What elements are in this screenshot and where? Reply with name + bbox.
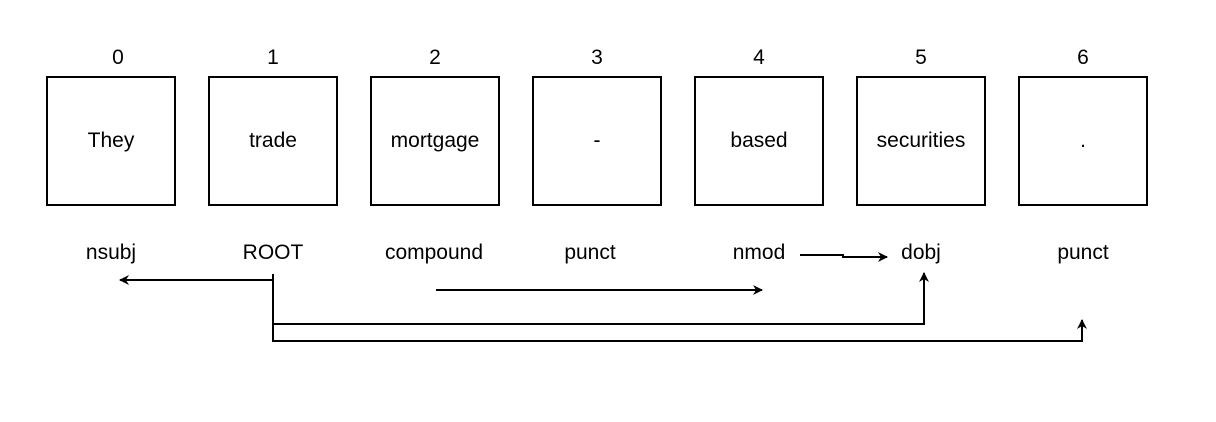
token-word-1: trade bbox=[249, 129, 297, 152]
token-box-2: mortgage bbox=[370, 76, 500, 206]
edge-root-dobj bbox=[272, 272, 929, 325]
dep-label-2: compound bbox=[384, 241, 484, 264]
token-index-2: 2 bbox=[429, 46, 441, 69]
token-box-4: based bbox=[694, 76, 824, 206]
token-word-4: based bbox=[730, 129, 788, 152]
dep-label-0: nsubj bbox=[85, 241, 137, 264]
token-box-0: They bbox=[46, 76, 176, 206]
token-word-5: securities bbox=[876, 129, 966, 152]
token-word-2: mortgage bbox=[390, 129, 480, 152]
token-word-3: - bbox=[593, 129, 601, 152]
token-word-6: . bbox=[1080, 129, 1086, 152]
edge-root-punct bbox=[272, 319, 1087, 342]
edge-root-nsubj bbox=[119, 274, 274, 285]
dep-label-4: nmod bbox=[732, 241, 786, 264]
token-box-5: securities bbox=[856, 76, 986, 206]
token-box-6: . bbox=[1018, 76, 1148, 206]
token-index-1: 1 bbox=[267, 46, 279, 69]
token-index-5: 5 bbox=[915, 46, 927, 69]
token-index-4: 4 bbox=[753, 46, 765, 69]
token-index-6: 6 bbox=[1077, 46, 1089, 69]
token-index-3: 3 bbox=[591, 46, 603, 69]
dep-label-6: punct bbox=[1057, 241, 1109, 264]
dep-label-1: ROOT bbox=[242, 241, 304, 264]
edge-nmod-dobj bbox=[800, 252, 888, 262]
dep-label-5: dobj bbox=[901, 241, 941, 264]
token-index-0: 0 bbox=[112, 46, 124, 69]
token-word-0: They bbox=[87, 129, 135, 152]
token-box-3: - bbox=[532, 76, 662, 206]
token-box-1: trade bbox=[208, 76, 338, 206]
dep-label-3: punct bbox=[564, 241, 616, 264]
